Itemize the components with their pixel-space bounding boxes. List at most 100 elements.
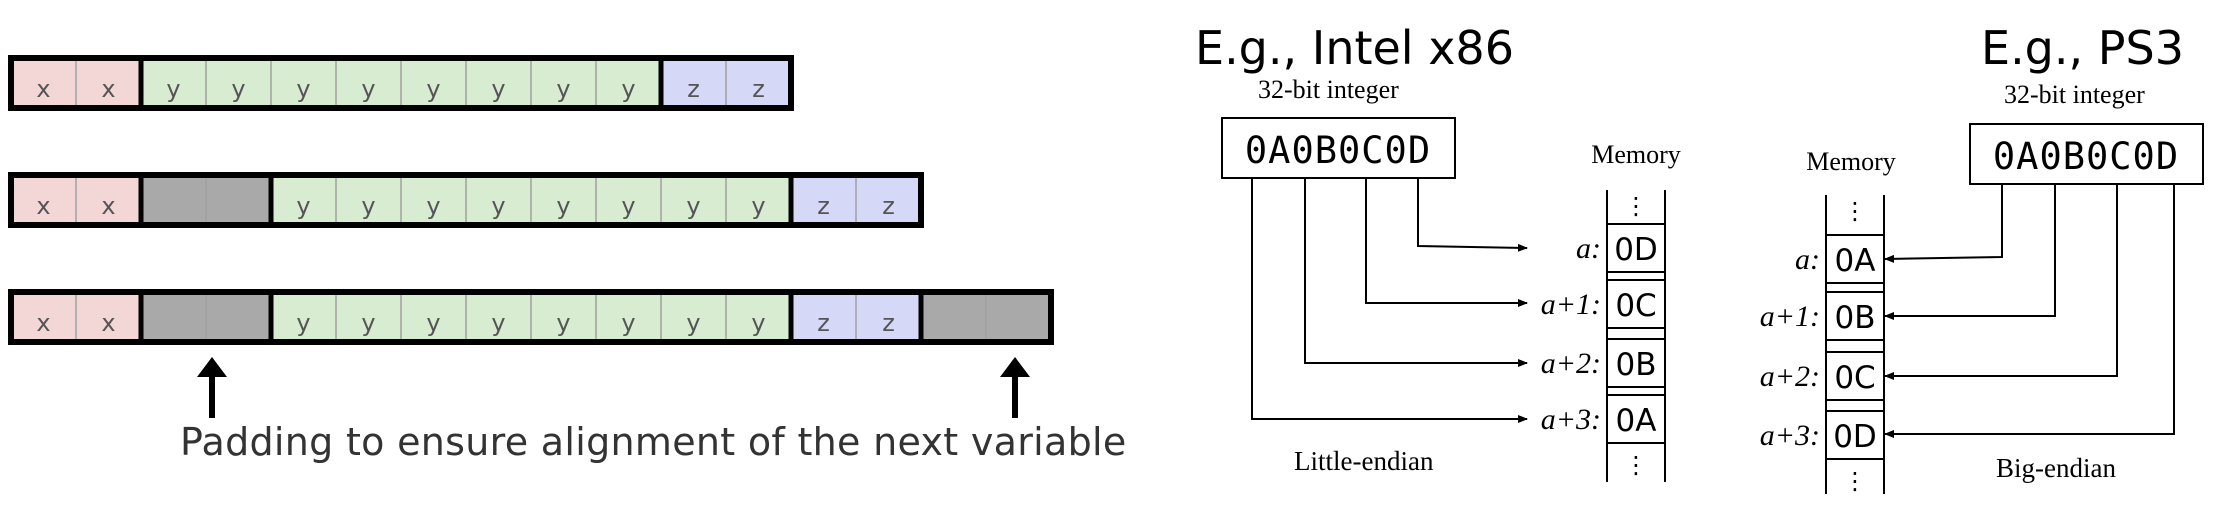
memory-cell <box>1606 394 1666 444</box>
cell-x <box>11 58 76 108</box>
cell-label: x <box>36 75 50 103</box>
cell-label: y <box>361 309 375 337</box>
cell-y <box>596 58 661 108</box>
be-integer-value: 0A0B0C0D <box>1993 135 2179 178</box>
cell-label: y <box>296 75 310 103</box>
memory-cell-value: 0B <box>1835 300 1876 336</box>
memory-ellipsis-top: ⋮ <box>1624 192 1648 220</box>
row-border <box>8 289 1054 345</box>
cell-label: y <box>426 192 440 220</box>
le-arrow-0C <box>1365 178 1528 307</box>
le-memory-label: Memory <box>1591 140 1681 169</box>
cell-z <box>856 175 921 225</box>
cell-y <box>466 58 531 108</box>
cell-label: y <box>361 192 375 220</box>
be-integer-box <box>1969 123 2204 185</box>
cell-label: y <box>686 192 700 220</box>
cell-label: y <box>686 309 700 337</box>
cell-y <box>206 58 271 108</box>
row-border <box>8 55 794 111</box>
memory-address-label: a: <box>1795 243 1820 276</box>
cell-y <box>726 292 791 342</box>
cell-label: y <box>556 75 570 103</box>
cell-label: z <box>817 309 830 337</box>
cell-label: z <box>817 192 830 220</box>
memory-address-label: a: <box>1576 232 1601 265</box>
cell-label: y <box>361 75 375 103</box>
cell-y <box>596 175 661 225</box>
cell-x <box>76 175 141 225</box>
cell-label: y <box>296 309 310 337</box>
cell-z <box>661 58 726 108</box>
cell-y <box>336 292 401 342</box>
memory-cell-value: 0C <box>1834 360 1875 396</box>
cell-z <box>856 292 921 342</box>
cell-z <box>791 175 856 225</box>
memory-cell <box>1606 223 1666 273</box>
cell-label: y <box>231 75 245 103</box>
cell-y <box>271 58 336 108</box>
cell-x <box>76 58 141 108</box>
memory-ellipsis-bottom: ⋮ <box>1624 451 1648 479</box>
cell-x <box>11 175 76 225</box>
cell-label: y <box>556 192 570 220</box>
cell-label: y <box>621 192 635 220</box>
cell-label: y <box>751 192 765 220</box>
cell-label: z <box>752 75 765 103</box>
memory-cell-value: 0A <box>1835 243 1876 279</box>
cell-label: y <box>491 75 505 103</box>
cell-x <box>11 292 76 342</box>
cell-y <box>336 58 401 108</box>
le-integer-box <box>1221 117 1456 179</box>
padding-arrow-right <box>1000 357 1030 418</box>
memory-cell <box>1825 234 1885 284</box>
be-memory-label: Memory <box>1806 147 1896 176</box>
memory-address-label: a+1: <box>1760 300 1820 333</box>
memory-address-label: a+2: <box>1760 360 1820 393</box>
cell-y <box>531 292 596 342</box>
memory-address-label: a+3: <box>1760 419 1820 452</box>
cell-label: y <box>166 75 180 103</box>
padding-cell <box>921 292 986 342</box>
memory-cell <box>1606 338 1666 388</box>
le-arrow-0A <box>1251 178 1528 423</box>
cell-label: y <box>426 309 440 337</box>
be-memory-column: ⋮0Aa:0Ba+1:0Ca+2:0Da+3:⋮ <box>1760 195 1885 495</box>
padding-cell <box>141 175 206 225</box>
cell-label: y <box>296 192 310 220</box>
be-arrow-0A <box>1884 184 2003 263</box>
cell-y <box>661 292 726 342</box>
little-endian-panel: E.g., Intel x86 32-bit integer 0A0B0C0D … <box>1195 21 1681 482</box>
cell-label: x <box>101 75 115 103</box>
padding-arrow-left <box>197 357 227 418</box>
intel-x86-title: E.g., Intel x86 <box>1195 21 1514 75</box>
cell-y <box>336 175 401 225</box>
padding-cell <box>206 292 271 342</box>
cell-label: z <box>882 309 895 337</box>
cell-label: x <box>101 309 115 337</box>
big-endian-caption: Big-endian <box>1996 453 2116 483</box>
cell-label: z <box>882 192 895 220</box>
cell-label: y <box>426 75 440 103</box>
cell-y <box>401 58 466 108</box>
memory-cell-value: 0D <box>1833 419 1877 455</box>
cell-label: y <box>556 309 570 337</box>
memory-cell-value: 0D <box>1614 232 1658 268</box>
cell-label: y <box>491 192 505 220</box>
cell-y <box>271 175 336 225</box>
cell-x <box>76 292 141 342</box>
padding-caption: Padding to ensure alignment of the next … <box>180 420 1127 464</box>
be-integer-label: 32-bit integer <box>2004 80 2145 109</box>
row-border <box>8 172 924 228</box>
le-integer-label: 32-bit integer <box>1258 75 1399 104</box>
cell-label: y <box>621 75 635 103</box>
cell-y <box>401 292 466 342</box>
cell-y <box>661 175 726 225</box>
cell-y <box>466 175 531 225</box>
cell-label: y <box>491 309 505 337</box>
memory-ellipsis-top: ⋮ <box>1843 197 1867 225</box>
